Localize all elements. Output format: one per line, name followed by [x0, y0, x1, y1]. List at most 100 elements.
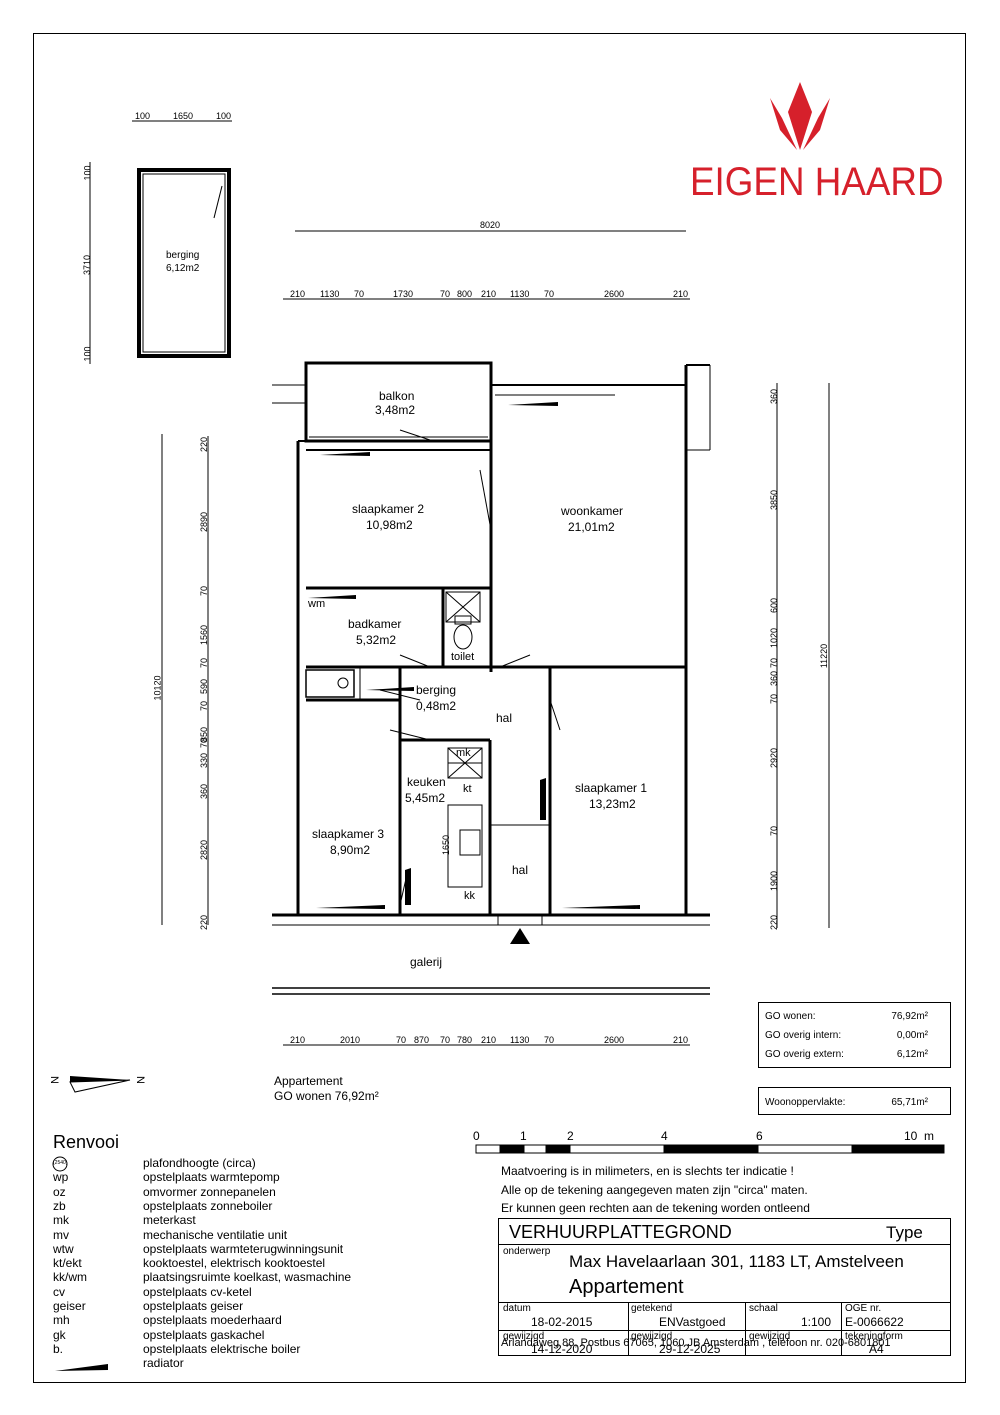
bottom-chain-value: 70: [396, 1035, 407, 1045]
right-chain-value: 360: [769, 670, 779, 686]
getekend-label: getekend: [631, 1303, 673, 1314]
drawing-frame: [33, 33, 966, 1383]
top-chain-value: 210: [673, 289, 689, 299]
mk-label: mk: [456, 747, 471, 759]
renvooi-text: radiator: [143, 1356, 184, 1371]
kt-label: kt: [463, 783, 472, 795]
top-chain-value: 2600: [604, 289, 625, 299]
renvooi-code: mv: [53, 1227, 69, 1242]
disclaimer-line-2: Alle op de tekening aangegeven maten zij…: [501, 1183, 808, 1197]
bottom-chain-value: 2600: [604, 1035, 625, 1045]
gewijzigd2-value: 29-12-2025: [659, 1342, 721, 1356]
left-chain-value: 70: [199, 585, 209, 596]
scale-bar: [475, 1144, 945, 1154]
renvooi-code: kt/ekt: [53, 1256, 82, 1271]
getekend-value: ENVastgoed: [659, 1315, 726, 1329]
bottom-chain-value: 2010: [340, 1035, 361, 1045]
wm-label: wm: [308, 598, 326, 610]
kk-label: kk: [464, 890, 475, 902]
right-chain-value: 70: [769, 825, 779, 836]
renvooi-code: b.: [53, 1341, 64, 1356]
left-chain-value: 220: [199, 436, 209, 452]
datum-value: 18-02-2015: [531, 1315, 593, 1329]
woonkamer-area: 21,01m2: [568, 520, 615, 534]
title-block-address: Max Havelaarlaan 301, 1183 LT, Amstelvee…: [569, 1252, 904, 1271]
area-summary-value: 0,00m²: [896, 1030, 928, 1041]
top-chain-value: 70: [440, 289, 451, 299]
tekeningform-label: tekeningform: [845, 1331, 903, 1342]
renvooi-text: opstelplaats zonneboiler: [143, 1198, 273, 1213]
renvooi-code: cv: [53, 1284, 65, 1299]
gewijzigd1-value: 14-12-2020: [531, 1342, 593, 1356]
apartment-caption-line1: Appartement: [274, 1074, 343, 1088]
dim-left-total: 10120: [152, 675, 163, 701]
oge-value: E-0066622: [845, 1315, 904, 1329]
keuken-name: keuken: [407, 775, 446, 789]
area-summary-label: GO wonen:: [765, 1011, 816, 1022]
hal-label-2: hal: [512, 863, 529, 877]
slaapkamer2-area: 10,98m2: [366, 518, 413, 532]
woonkamer-name: woonkamer: [561, 504, 624, 518]
footer-address: Arlandaweg 88, Postbus 67065, 1060 JB Am…: [501, 1337, 891, 1349]
scale-tick-2: 2: [567, 1129, 574, 1143]
renvooi-text: plafondhoogte (circa): [143, 1156, 256, 1170]
renvooi-code: wtw: [53, 1241, 74, 1256]
left-chain-value: 360: [199, 783, 209, 799]
top-chain-value: 70: [544, 289, 555, 299]
dim-right-total: 11220: [819, 643, 830, 669]
left-chain-value: 2890: [199, 511, 209, 532]
slaapkamer1-area: 13,23m2: [589, 797, 636, 811]
tekeningform-value: A4: [869, 1342, 884, 1356]
badkamer-name: badkamer: [348, 617, 402, 631]
renvooi-code: mh: [53, 1313, 70, 1328]
brand-text: EIGEN HAARD: [690, 160, 944, 204]
badkamer-area: 5,32m2: [356, 633, 397, 647]
dim-berging-top-1: 1650: [173, 111, 194, 121]
top-chain-value: 1730: [393, 289, 414, 299]
right-chain-value: 2920: [769, 747, 779, 768]
onderwerp-label: onderwerp: [503, 1246, 551, 1257]
renvooi-code: kk/wm: [53, 1270, 87, 1285]
renvooi-text: opstelplaats warmteterugwinningsunit: [143, 1241, 344, 1256]
bottom-chain-value: 780: [457, 1035, 473, 1045]
bottom-chain-value: 70: [544, 1035, 555, 1045]
logo-mark: [770, 82, 830, 150]
right-chain-value: 220: [769, 914, 779, 930]
right-chain-value: 3850: [769, 489, 779, 510]
berging-inside-area: 0,48m2: [416, 699, 457, 713]
outside-storage-name: berging: [166, 250, 200, 261]
slaapkamer3-name: slaapkamer 3: [312, 827, 385, 841]
renvooi-text: opstelplaats warmtepomp: [143, 1170, 280, 1185]
scale-tick-0: 0: [473, 1129, 480, 1143]
entrance-arrow: [510, 928, 530, 944]
renvooi-text: mechanische ventilatie unit: [143, 1227, 288, 1242]
left-chain-value: 220: [199, 914, 209, 930]
left-chain-value: 330: [199, 752, 209, 768]
ceiling-symbol-text: (2540): [53, 1160, 68, 1166]
gewijzigd1-label: gewijzigd: [503, 1331, 545, 1342]
dim-sink-length: 1650: [441, 834, 452, 856]
bottom-chain-value: 210: [290, 1035, 306, 1045]
left-chain-value: 1560: [199, 624, 209, 645]
bottom-chain-value: 870: [414, 1035, 430, 1045]
right-chain-value: 600: [769, 597, 779, 613]
apartment-walls: [272, 361, 711, 995]
disclaimer-line-1: Maatvoering is in milimeters, en is slec…: [501, 1164, 794, 1178]
apartment-caption-line2: GO wonen 76,92m²: [274, 1089, 379, 1103]
top-chain-value: 1130: [510, 289, 530, 299]
left-chain-value: 590: [199, 678, 209, 694]
schaal-label: schaal: [749, 1303, 778, 1314]
woonoppervlakte-value: 65,71m²: [891, 1097, 928, 1108]
outside-storage-area: 6,12m2: [166, 263, 200, 274]
left-chain-value: 70: [199, 737, 209, 748]
oge-label: OGE nr.: [845, 1303, 882, 1314]
renvooi-text: opstelplaats elektrische boiler: [143, 1341, 301, 1356]
radiator-symbol: [55, 1364, 108, 1371]
renvooi-code: oz: [53, 1184, 66, 1199]
ceiling-height-symbol: [52, 1156, 68, 1172]
top-chain-value: 210: [290, 289, 306, 299]
woonoppervlakte-label: Woonoppervlakte:: [765, 1097, 846, 1108]
dim-berging-side-2: 100: [82, 346, 93, 362]
woonoppervlakte-box: Woonoppervlakte: 65,71m²: [758, 1087, 951, 1115]
dim-overall-width: 8020: [480, 220, 501, 230]
